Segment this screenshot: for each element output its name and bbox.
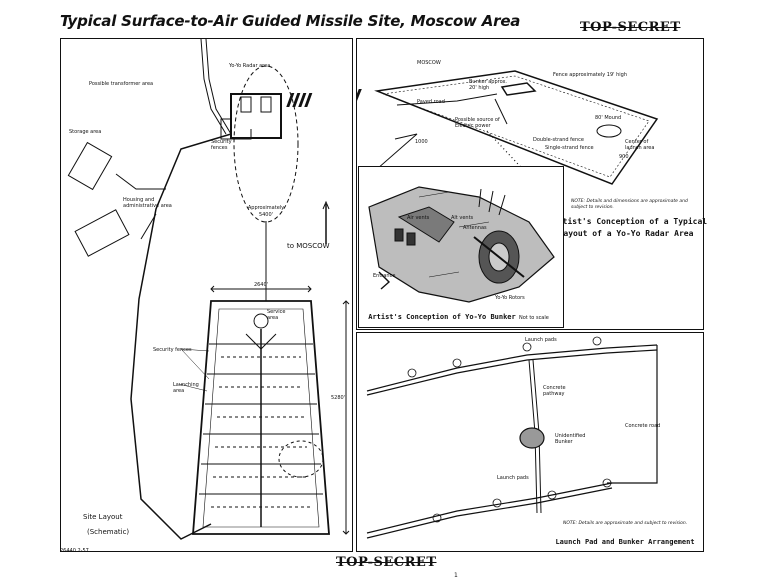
label-dim-900: 900 (619, 154, 629, 160)
label-yoyo-rotors: Yo-Yo Rotors (495, 295, 525, 301)
launch-pads-panel: Launch pads Concrete pathway Concrete ro… (356, 332, 704, 552)
radar-fence (374, 70, 659, 185)
label-launch-pads-top: Launch pads (525, 337, 557, 343)
upper-launch-road (366, 344, 658, 392)
label-alt-vents: Alt vents (451, 215, 474, 221)
radar-caption-line2: Layout of a Yo-Yo Radar Area (558, 229, 694, 238)
radar-caption-line1: Artist's Conception of a Typical (553, 217, 708, 226)
label-paved-road: Paved road (417, 99, 445, 105)
radar-compound (230, 93, 282, 139)
lower-launch-road (366, 482, 613, 534)
document-number: 26440 2-57 (60, 548, 89, 554)
page-title: Typical Surface-to-Air Guided Missile Si… (60, 12, 521, 30)
label-dim-1000: 1000 (415, 139, 428, 145)
launch-caption: Launch Pad and Bunker Arrangement (555, 538, 695, 546)
label-not-to-scale: Not to scale (519, 315, 549, 321)
label-single-fence: Single-strand fence (545, 145, 594, 151)
label-launching-area: Launching area (173, 382, 199, 394)
bunker-mound (368, 186, 555, 303)
label-concrete-pathway: Concrete pathway (543, 385, 566, 397)
page-number: 1 (454, 572, 458, 579)
label-storage-area: Storage area (69, 129, 102, 135)
label-launch-pads-bottom: Launch pads (497, 475, 529, 481)
launch-note: NOTE: Details are approximate and subjec… (563, 521, 688, 526)
label-width-dimension: 2640' (253, 282, 269, 288)
housing-area (74, 209, 130, 257)
launch-pads-drawing (366, 336, 658, 539)
bunker-inset-panel: Air vents Alt vents Antennas Entrance Yo… (358, 166, 564, 328)
bunker-drawing (368, 186, 555, 303)
label-to-moscow: to MOSCOW (287, 242, 330, 250)
radar-area-drawing (357, 70, 659, 205)
label-approx-distance: 5400' (258, 212, 274, 218)
label-mound: 80' Mound (595, 115, 622, 121)
classification-bottom: TOP-SECRET (336, 555, 437, 570)
storage-area (67, 141, 113, 191)
radar-note: NOTE: Details and dimensions are approxi… (571, 199, 688, 210)
perimeter-road (130, 133, 232, 540)
label-unidentified-bunker: Unidentified Bunker (555, 433, 586, 445)
label-moscow: MOSCOW (417, 60, 441, 66)
caption-schematic: (Schematic) (87, 528, 130, 536)
label-double-fence: Double-strand fence (533, 137, 584, 143)
caption-site-layout: Site Layout (83, 513, 123, 521)
label-transformer-area: Possible transformer area (89, 81, 154, 87)
label-antennas: Antennas (463, 225, 487, 231)
label-security-fences: Security fences (153, 347, 192, 353)
service-area-marker (253, 313, 269, 329)
access-road (200, 39, 227, 135)
radar-ellipse (233, 65, 299, 223)
classification-top: TOP-SECRET (580, 20, 681, 35)
label-concrete-road: Concrete road (625, 423, 661, 429)
unidentified-bunker (519, 427, 545, 449)
label-approximately: Approximately (247, 205, 285, 211)
label-fence-height: Fence approximately 19' high (553, 72, 628, 78)
launch-area-outline (192, 300, 330, 535)
label-air-vents: Air vents (407, 215, 430, 221)
label-security-fences-top: Security fences (211, 139, 232, 151)
label-electric-power: Possible source of Electric power (455, 117, 500, 129)
label-entrance: Entrance (373, 273, 396, 279)
site-layout-panel: Possible transformer area Yo-Yo Radar ar… (60, 38, 353, 552)
bunker-caption: Artist's Conception of Yo-Yo Bunker (368, 313, 516, 321)
label-yoyo-radar-area: Yo-Yo Radar area (229, 63, 271, 69)
label-bunker-height: Bunker approx. 20' high (469, 79, 508, 91)
site-layout-drawing (67, 39, 350, 540)
label-housing-area: Housing and administrative area (123, 197, 172, 209)
label-height-dimension: 5280' (331, 395, 346, 401)
label-center-launch-area: Center of launch area (625, 139, 655, 151)
label-service-area: Service area (267, 309, 286, 321)
radar-bunker (500, 82, 537, 96)
